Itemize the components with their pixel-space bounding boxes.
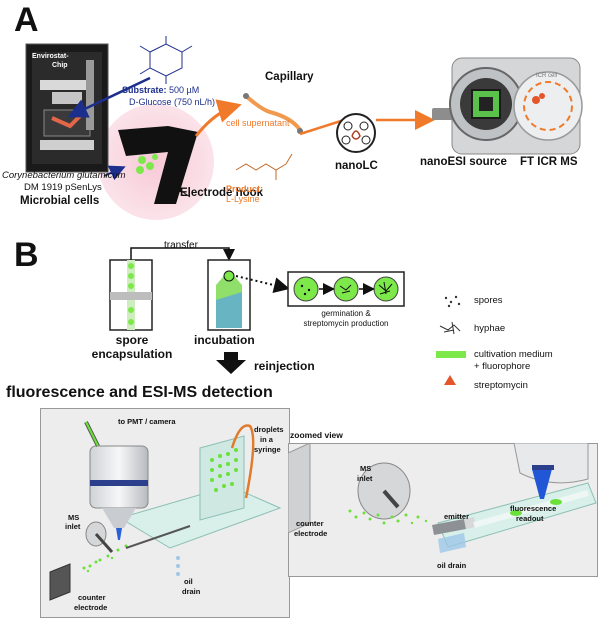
cell-supernatant-label: cell supernatant [226, 118, 290, 128]
legend-spores: spores [474, 295, 503, 306]
zoom-ms-inlet-1: MS [360, 464, 372, 473]
pmt-label: to PMT / camera [118, 417, 176, 426]
product-value: L-Lysine [226, 194, 260, 204]
ft-icr-housing [449, 57, 583, 155]
zoom-emitter [432, 517, 476, 535]
zoom-oil-drain-label: oil drain [437, 561, 467, 570]
left-ms-inlet-1: MS [68, 513, 80, 522]
spore-device [109, 259, 153, 331]
organism-strain: DM 1919 pSenLys [24, 182, 102, 193]
flow-line-1 [299, 118, 345, 136]
incubation-label: incubation [194, 333, 255, 347]
substrate-text: Substrate: 500 µM [122, 85, 200, 96]
capillary-tube [244, 94, 302, 132]
legend-medium-2: + fluorophore [474, 361, 531, 372]
left-counter-2: electrode [74, 603, 108, 612]
substrate-label: Substrate: [122, 85, 167, 95]
zoomed-title: zoomed view [290, 430, 343, 440]
zoom-emitter-label: emitter [444, 512, 470, 521]
chip-title: Envirostat- [32, 53, 69, 60]
ft-icr-label: FT ICR MS [520, 156, 578, 168]
panel-a-letter: A [14, 1, 39, 39]
panel-b-letter: B [14, 236, 39, 274]
syringe-panel [199, 424, 255, 521]
panel-b-top-graphics [109, 247, 466, 385]
lysine-molecule [235, 153, 293, 180]
zoom-fluor-1: fluorescence [510, 504, 557, 513]
zoom-fluor-2: readout [516, 514, 544, 523]
oil-drain-drops [176, 556, 180, 576]
detection-title: fluorescence and ESI-MS detection [6, 384, 273, 401]
medium-bar-icon [436, 351, 466, 358]
zoom-droplets [510, 499, 562, 516]
glucose-molecule [139, 36, 193, 84]
legend-medium-1: cultivation medium [474, 349, 553, 360]
substrate-line2: D-Glucose (750 nL/h) [129, 97, 216, 107]
microscope-objective [84, 421, 149, 540]
left-oil-1: oil [184, 577, 193, 586]
droplets-label-1: droplets [254, 425, 284, 434]
droplets-label-2: in a [260, 435, 273, 444]
icr-cell-text: ICR cell [536, 73, 558, 79]
zoom-spray-plume [348, 509, 428, 525]
left-counter-1: counter [78, 593, 106, 602]
cells-arrow [103, 165, 126, 181]
triangle-icon [444, 375, 456, 385]
reinjection-arrow [216, 352, 246, 374]
zoom-counter-1: counter [296, 519, 324, 528]
legend-hyphae: hyphae [474, 323, 506, 334]
spore-label-2: encapsulation [91, 347, 173, 361]
zoom-ms-inlet [357, 462, 411, 520]
microbial-cells-label: Microbial cells [20, 195, 100, 207]
supernatant-arrow [194, 99, 242, 137]
substrate-value: 500 µM [169, 85, 200, 95]
panel-a-graphics [25, 36, 583, 220]
product-label: Product: [226, 184, 263, 194]
nanolc-column [336, 113, 376, 153]
incubation-device [207, 259, 251, 331]
zoom-counter-2: electrode [294, 529, 328, 538]
germination-box [287, 271, 405, 307]
hyphae-icon [439, 321, 461, 335]
zoom-ms-inlet-2: inlet [357, 474, 373, 483]
nanoesi-label: nanoESI source [420, 156, 507, 168]
dotted-arrow [235, 275, 290, 293]
electrode-hook-shape [118, 126, 198, 204]
left-oil-2: drain [182, 587, 201, 596]
substrate-arrow [67, 76, 151, 118]
legend-streptomycin: streptomycin [474, 380, 528, 391]
zoom-channel [473, 490, 589, 528]
nanolc-label: nanoLC [335, 160, 378, 172]
germination-label-1: germination & [321, 309, 371, 318]
reinjection-label: reinjection [254, 359, 315, 373]
zoom-counter-electrode [288, 443, 311, 534]
droplets-label-3: syringe [254, 445, 281, 454]
zoom-objective [513, 443, 589, 499]
capillary-label: Capillary [265, 71, 314, 83]
chip-subtitle: Chip [52, 62, 68, 69]
ms-inlet-disk [85, 521, 114, 553]
spores-icon [444, 295, 461, 308]
zoom-oil-drain [438, 533, 466, 553]
transfer-label: transfer [164, 240, 198, 251]
left-detection-graphics [49, 421, 282, 601]
left-ms-inlet-2: inlet [65, 522, 81, 531]
spray-plume [82, 544, 128, 573]
organism-name: Corynebacterium glutamicum [2, 170, 126, 181]
germination-label-2: streptomycin production [303, 319, 389, 328]
counter-electrode-plate [49, 563, 71, 601]
emitter-line [125, 525, 191, 549]
electrode-hook-label: Electrode hook [180, 187, 264, 199]
zoomed-graphics [288, 443, 597, 553]
green-cells [136, 154, 158, 174]
spore-label-1: spore [115, 333, 149, 347]
transfer-bracket [130, 247, 235, 261]
